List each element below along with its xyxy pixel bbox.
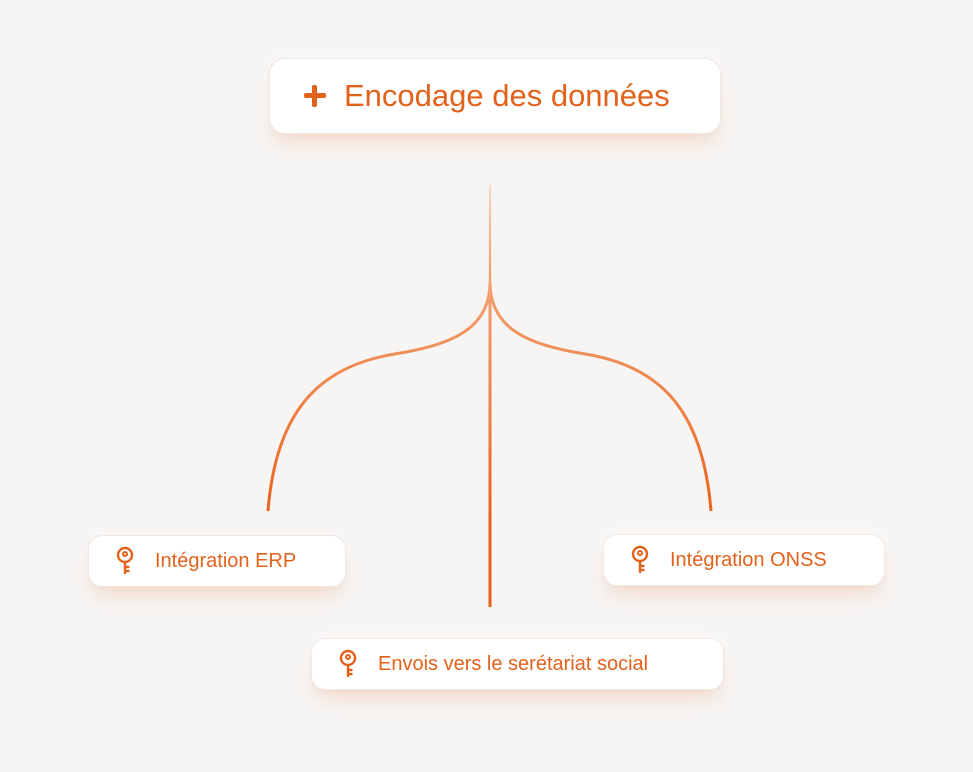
root-node-label: Encodage des données bbox=[344, 78, 670, 113]
child-node-erp-label: Intégration ERP bbox=[155, 549, 297, 572]
key-icon bbox=[631, 545, 649, 574]
child-node-onss: Intégration ONSS bbox=[603, 534, 885, 586]
connector-left bbox=[266, 281, 492, 512]
connector-right bbox=[488, 281, 713, 512]
plus-icon bbox=[304, 85, 326, 107]
child-node-social: Envois vers le serétariat social bbox=[311, 638, 724, 690]
key-icon bbox=[116, 546, 134, 575]
root-node: Encodage des données bbox=[269, 58, 721, 134]
child-node-onss-label: Intégration ONSS bbox=[670, 548, 827, 571]
child-node-erp: Intégration ERP bbox=[88, 535, 346, 587]
key-icon bbox=[339, 649, 357, 678]
child-node-social-label: Envois vers le serétariat social bbox=[378, 652, 649, 675]
